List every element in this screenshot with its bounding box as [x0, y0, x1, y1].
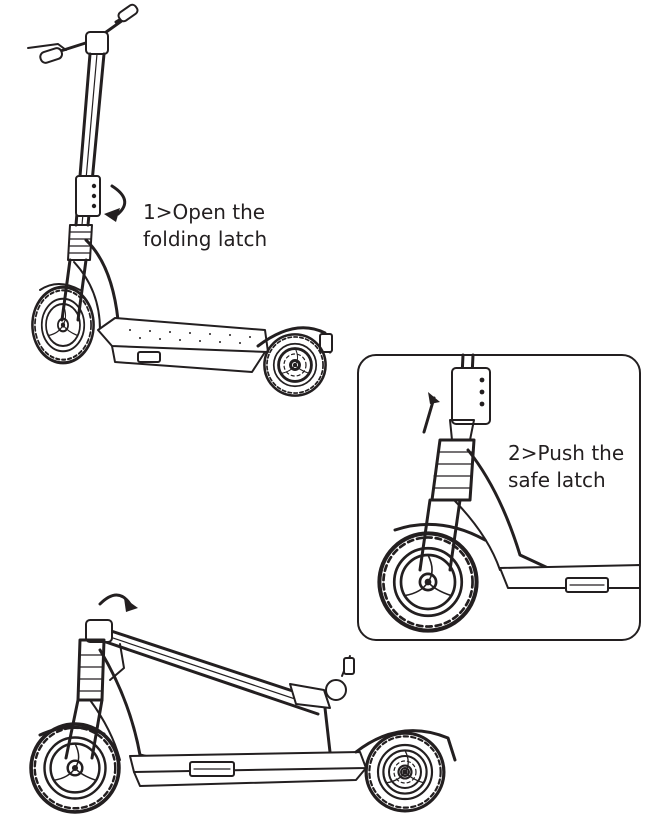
step-1-separator: > — [155, 200, 173, 224]
step-2-number: 2 — [508, 441, 521, 465]
step-2-label: 2>Push the safe latch — [508, 440, 624, 494]
straight-arrow-icon — [422, 396, 436, 434]
scooter-folding — [29, 619, 457, 814]
step-2-line-1: 2>Push the — [508, 440, 624, 467]
step-1-label: 1>Open the folding latch — [143, 199, 267, 253]
step-1-text-1: Open the — [172, 200, 266, 224]
scooter-upright — [27, 3, 333, 397]
step-1-line-2: folding latch — [143, 227, 268, 251]
step-1-line-1: 1>Open the — [143, 199, 267, 226]
scooter-latch-detail — [379, 353, 641, 631]
step-2-line-2: safe latch — [508, 468, 606, 492]
curved-arrow-icon — [110, 184, 127, 216]
step-1-number: 1 — [143, 200, 156, 224]
detail-inset-frame — [357, 354, 641, 641]
step-2-text-1: Push the — [537, 441, 625, 465]
step-2-separator: > — [520, 441, 538, 465]
